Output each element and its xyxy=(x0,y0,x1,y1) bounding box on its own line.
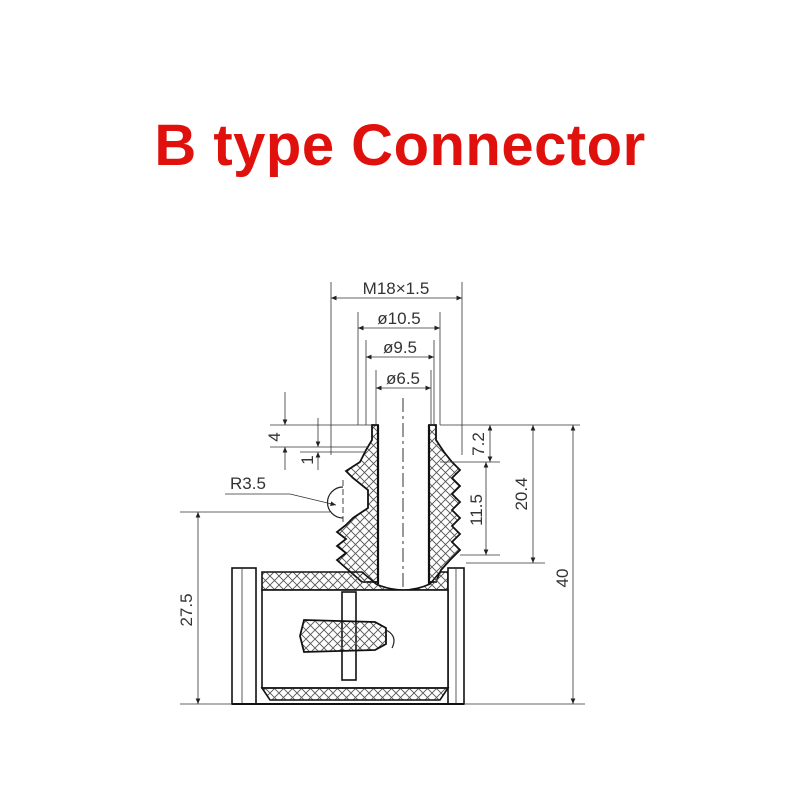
dim-dia-outer: ø10.5 xyxy=(377,309,420,328)
dim-h40: 40 xyxy=(553,569,572,588)
dim-radius: R3.5 xyxy=(230,474,266,493)
dim-h1: 1 xyxy=(298,455,317,464)
radius-notch xyxy=(326,486,344,519)
dim-dia-mid: ø9.5 xyxy=(383,338,417,357)
dim-h7-2: 7.2 xyxy=(469,432,488,456)
base-bottom-plate xyxy=(260,687,450,701)
cross-insert xyxy=(299,591,395,681)
dim-h27-5: 27.5 xyxy=(177,593,196,626)
dim-h4: 4 xyxy=(265,432,284,441)
dim-h11-5: 11.5 xyxy=(467,494,486,526)
dim-thread: M18×1.5 xyxy=(363,279,430,298)
dim-dia-bore: ø6.5 xyxy=(386,369,420,388)
diagram-title: B type Connector xyxy=(154,113,646,178)
base-top-plate xyxy=(261,571,449,591)
base-left-wall xyxy=(231,567,257,705)
dim-h20-4: 20.4 xyxy=(512,477,531,510)
stem-right-section xyxy=(428,424,462,583)
dimension-lines xyxy=(180,282,585,705)
connector-body xyxy=(231,398,465,705)
